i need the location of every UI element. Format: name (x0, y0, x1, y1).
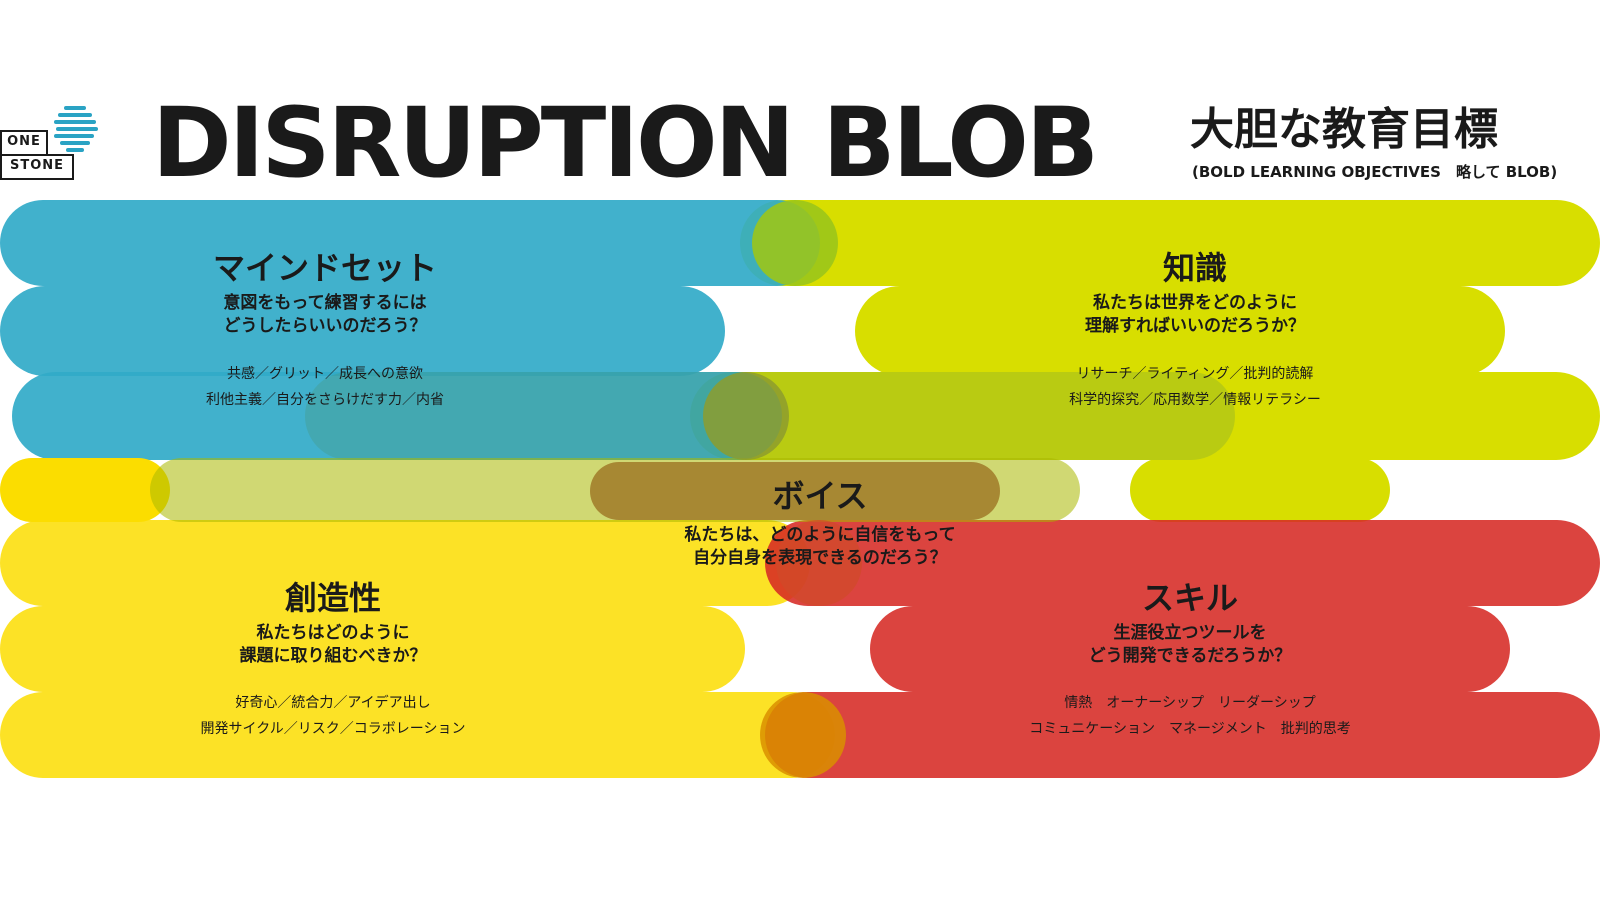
knowledge-blob-bar (690, 372, 1600, 460)
knowledge-blob-bar (740, 200, 1600, 286)
mindset-keywords-line: 共感／グリット／成長への意欲 (227, 366, 423, 382)
creativity-keywords-line: 好奇心／統合力／アイデア出し (235, 695, 431, 711)
creativity-keywords-line: 開発サイクル／リスク／コラボレーション (200, 721, 466, 737)
knowledge-keywords-line: リサーチ／ライティング／批判的読解 (1076, 366, 1314, 382)
skills-question-line: どう開発できるだろうか？ (1088, 646, 1292, 666)
creativity-blob-bar (0, 520, 810, 606)
overlap-dot (760, 692, 846, 778)
skills-question-line: 生涯役立つツールを (1113, 623, 1267, 643)
jp-subtitle: (BOLD LEARNING OBJECTIVES 略して BLOB) (1192, 163, 1558, 181)
mindset-blob-bar (0, 200, 820, 286)
skills-keywords-line: コミュニケーション マネージメント 批判的思考 (1029, 721, 1351, 737)
voice-question-line: 私たちは、どのように自信をもって (684, 525, 956, 545)
overlap-dot (703, 372, 789, 460)
knowledge-blob-bar (1130, 458, 1390, 522)
logo-one: ONE (0, 130, 48, 156)
skills-blob-bar (765, 520, 1600, 606)
knowledge-blob-bar (855, 286, 1505, 376)
voice-question-line: 自分自身を表現できるのだろう？ (693, 548, 947, 568)
one-stone-logo: ONE STONE (0, 104, 100, 184)
voice-blob (590, 462, 1000, 520)
skills-blob-bar (870, 606, 1510, 692)
knowledge-question-line: 理解すればいいのだろうか？ (1085, 316, 1305, 336)
voice-title: ボイス (772, 477, 868, 515)
overlap-dot (752, 200, 838, 286)
mindset-question-line: 意図をもって練習するには (223, 293, 427, 313)
creativity-blob-bar (0, 606, 745, 692)
mindset-blob-bar (0, 286, 725, 376)
skills-title: スキル (1141, 579, 1238, 617)
overlap-dot (776, 520, 862, 606)
knowledge-keywords-line: 科学的探究／応用数学／情報リテラシー (1069, 392, 1321, 408)
page-title: DISRUPTION BLOB (152, 87, 1099, 199)
creativity-blob-bar (0, 692, 835, 778)
creativity-question-line: 私たちはどのように (256, 623, 410, 643)
mindset-keywords-line: 利他主義／自分をさらけだす力／内省 (206, 392, 444, 408)
creativity-title: 創造性 (284, 579, 381, 617)
knowledge-title: 知識 (1162, 249, 1227, 287)
creativity-blob-bar (0, 458, 170, 522)
skills-keywords-line: 情熱 オーナーシップ リーダーシップ (1064, 695, 1316, 711)
wave-emblem-icon (54, 106, 98, 152)
logo-stone: STONE (0, 154, 74, 180)
mindset-question-line: どうしたらいいのだろう？ (223, 316, 427, 336)
mindset-blob-bar (12, 372, 782, 460)
skills-blob-bar (765, 692, 1600, 778)
mindset-title: マインドセット (212, 249, 437, 287)
knowledge-question-line: 私たちは世界をどのように (1093, 293, 1297, 313)
creativity-question-line: 課題に取り組むべきか？ (239, 646, 427, 666)
jp-title: 大胆な教育目標 (1190, 104, 1498, 155)
